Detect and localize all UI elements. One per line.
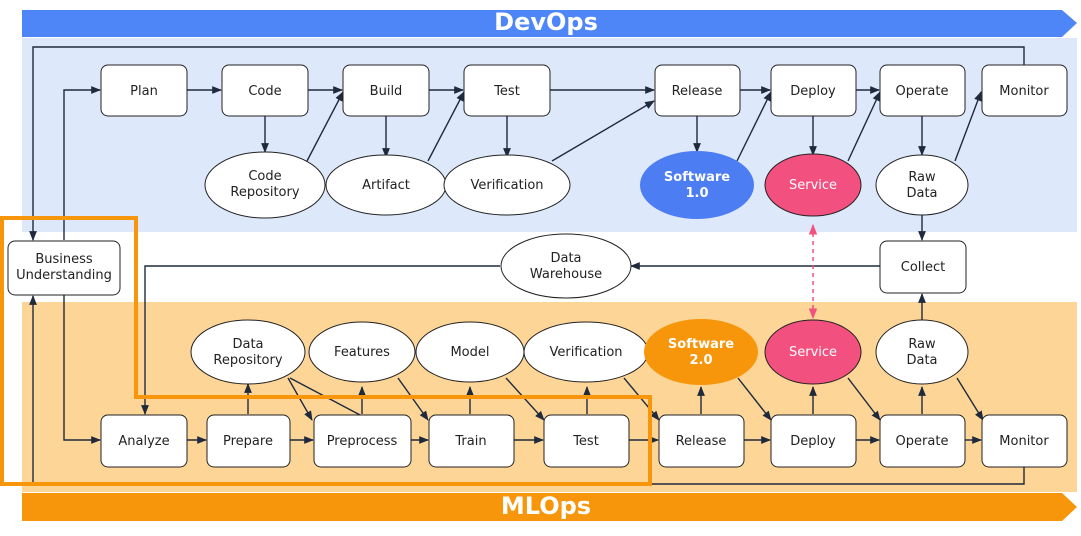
warehouse-to-analyze-line [141, 265, 500, 415]
devops-code-label: Code [248, 84, 281, 99]
mlops-band [22, 493, 1077, 521]
bu-to-plan-line [63, 86, 101, 240]
mlops-prepare-label: Prepare [223, 434, 273, 449]
software2-to-deploy-arrow [737, 377, 772, 421]
rawdata-to-monitor-arrow [954, 91, 982, 162]
collect-label: Collect [901, 260, 946, 275]
mlops-data-repository-node [190, 319, 306, 385]
devops-raw-data-node [875, 154, 969, 216]
devops-release-node [654, 64, 741, 117]
mlops-preprocess-node [313, 414, 412, 468]
mlops-deploy-node [770, 414, 857, 468]
business-understanding-node [7, 240, 121, 296]
devops-service-node [764, 153, 862, 217]
devops-title: DevOps [494, 8, 598, 36]
mlops-train-label: Train [454, 434, 486, 449]
software-to-deploy-arrow [736, 91, 772, 162]
mlops-features-node [308, 321, 416, 383]
mlops-test-node [543, 414, 630, 468]
devops-plan-node [100, 64, 188, 117]
mlops-service-label: Service [789, 345, 837, 360]
devops-band [22, 10, 1077, 37]
mlops-preprocess-label: Preprocess [327, 434, 398, 449]
mlops-prepare-node [206, 414, 291, 468]
mlops-deploy-label: Deploy [790, 434, 836, 449]
devops-build-node [342, 64, 430, 117]
mlops-release-label: Release [676, 434, 727, 449]
mlops-operate-node [879, 414, 966, 468]
devops-verification-node [443, 154, 571, 216]
devops-feedback-loop [29, 46, 1025, 241]
mlops-service-node [764, 319, 862, 385]
devops-test-label: Test [493, 84, 520, 99]
mlops-release-node [658, 414, 745, 468]
devops-deploy-label: Deploy [790, 84, 836, 99]
devops-verification-label: Verification [470, 178, 543, 193]
devops-service-label: Service [789, 178, 837, 193]
mlops-title: MLOps [501, 492, 591, 520]
data-warehouse-node [500, 233, 632, 299]
devops-operate-node [879, 64, 966, 117]
bu-to-analyze-line [63, 295, 101, 444]
mlops-features-label: Features [334, 345, 390, 360]
mlops-monitor-label: Monitor [999, 434, 1049, 449]
verification-to-release-arrow [551, 100, 655, 162]
devops-monitor-node [981, 64, 1068, 117]
mlops-operate-label: Operate [896, 434, 949, 449]
service-to-operate-arrow [847, 91, 881, 162]
repo-to-build-arrow [306, 91, 344, 162]
devops-build-label: Build [370, 84, 403, 99]
artifact-to-test-arrow [427, 91, 465, 162]
service-to-operate-ml-arrow [847, 377, 881, 421]
mlops-verification-label: Verification [549, 345, 622, 360]
collect-node [879, 240, 967, 294]
mlops-analyze-node [100, 414, 188, 468]
mlops-raw-data-node [875, 319, 969, 385]
highlight-outline [0, 216, 652, 486]
mlops-software-node [644, 319, 758, 385]
mlops-monitor-node [981, 414, 1068, 468]
devops-artifact-label: Artifact [362, 178, 410, 193]
rawdata-to-monitor-ml-arrow [956, 377, 984, 421]
devops-test-node [463, 64, 551, 117]
devops-software-node [640, 151, 754, 219]
devops-deploy-node [770, 64, 857, 117]
devops-plan-label: Plan [130, 84, 158, 99]
mlops-train-node [428, 414, 515, 468]
devops-monitor-label: Monitor [999, 84, 1049, 99]
devops-release-label: Release [672, 84, 723, 99]
mlops-test-label: Test [572, 434, 599, 449]
mlops-analyze-label: Analyze [118, 434, 169, 449]
devops-code-node [221, 64, 309, 117]
devops-operate-label: Operate [896, 84, 949, 99]
devops-code-repository-node [204, 151, 326, 219]
mlops-model-label: Model [450, 345, 489, 360]
